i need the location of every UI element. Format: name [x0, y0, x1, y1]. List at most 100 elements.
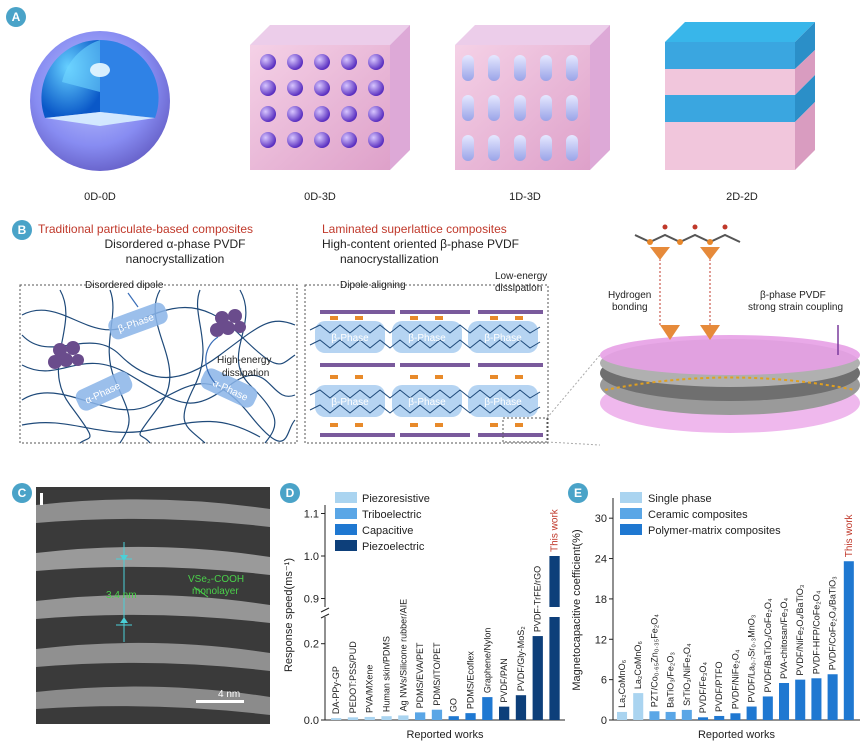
e-ytick-label: 24 — [595, 554, 607, 566]
right-beta-1: β-phase PVDF — [760, 290, 826, 301]
d-bar — [532, 636, 543, 720]
d-category-label: Ag NWs/Silicone rubber/AIE — [398, 599, 408, 712]
d-category-label: GO — [449, 698, 459, 712]
left-energy-2: dissipation — [222, 368, 270, 379]
d-legend-swatch — [335, 524, 357, 535]
e-category-label: This work — [844, 513, 855, 557]
d-legend-label: Piezoelectric — [362, 541, 425, 553]
d-legend-label: Capacitive — [362, 525, 413, 537]
e-bar — [827, 674, 838, 720]
d-category-label: Graphene/Nylon — [482, 628, 492, 694]
d-category-label: PVDF/Gly-MoS₂ — [516, 626, 526, 692]
panel-b-schematic: β-Phase α-Phase α-Phase β-Phase β-Phase … — [19, 224, 860, 446]
panel-c-badge: C — [12, 483, 32, 503]
d-bar — [331, 718, 342, 720]
caption-0d-0d: 0D-0D — [84, 191, 116, 203]
e-ylabel: Magnetocapacitive coefficient(%) — [571, 529, 583, 690]
e-category-label: PVDF/NiFe₂O₄ — [730, 649, 740, 709]
mid-beta-phase-5: β-Phase — [408, 397, 446, 408]
d-bar — [347, 717, 359, 720]
e-bar — [714, 715, 725, 720]
e-bar — [681, 709, 692, 720]
d-category-label: PVDF-TrFE/rGO — [533, 566, 543, 632]
caption-1d-3d: 1D-3D — [509, 191, 541, 203]
d-legend-swatch — [335, 492, 357, 503]
panel-e-badge: E — [568, 483, 588, 503]
d-bar — [515, 695, 527, 720]
e-bar — [795, 679, 806, 720]
d-bar — [499, 706, 510, 720]
d-bar — [482, 697, 493, 720]
right-hbond-2: bonding — [612, 302, 648, 313]
d-bar — [465, 713, 476, 720]
pvdf-chain — [634, 224, 741, 260]
d-legend-label: Piezoresistive — [362, 493, 430, 505]
e-bar — [730, 713, 741, 720]
e-category-label: PZT/Co₀.₆₅Zn₀.₃₅Fe₂O₄ — [649, 614, 659, 708]
panel-a-illustrations — [30, 22, 815, 171]
mid-energy-2: dissipation — [495, 283, 543, 294]
panel-b-badge: B — [12, 220, 32, 240]
e-category-label: PVDF/La₀.₇Sr₀.₃MnO₃ — [747, 614, 757, 702]
right-hbond-1: Hydrogen — [608, 290, 652, 301]
caption-0d-3d: 0D-3D — [304, 191, 336, 203]
d-legend-label: Triboelectric — [362, 509, 422, 521]
mid-title: Laminated superlattice composites — [322, 222, 507, 236]
d-xlabel: Reported works — [406, 729, 484, 741]
d-bar — [448, 716, 459, 720]
left-energy-1: High-energy — [217, 355, 272, 366]
e-ytick-label: 12 — [595, 634, 607, 646]
left-subtitle-1: Disordered α-phase PVDF — [104, 237, 246, 251]
right-beta-2: strong strain coupling — [748, 302, 844, 313]
d-category-label: Human skin/PDMS — [382, 636, 392, 712]
left-subtitle-2: nanocrystallization — [125, 252, 225, 266]
e-bar — [762, 696, 773, 720]
e-bar — [649, 711, 660, 720]
d-category-label: PDMS/Ecoflex — [466, 651, 476, 710]
caption-2d-2d: 2D-2D — [726, 191, 758, 203]
cube-1d-3d — [455, 25, 610, 170]
d-bar — [549, 617, 560, 720]
d-category-label: DA-PPy-GP — [331, 666, 341, 714]
mid-beta-phase-4: β-Phase — [331, 397, 369, 408]
e-category-label: PVDF/CoFe₂O₄/BaTiO₃ — [828, 576, 838, 670]
e-bar — [811, 678, 822, 720]
mid-beta-phase-1: β-Phase — [331, 333, 369, 344]
sphere-0d-0d — [30, 31, 170, 171]
d-category-label: PDMS/ITO/PET — [432, 642, 442, 706]
left-title: Traditional particulate-based composites — [38, 222, 253, 236]
d-axis-break — [320, 607, 330, 613]
e-bar — [617, 711, 628, 720]
mid-subtitle-1: High-content oriented β-phase PVDF — [322, 237, 520, 251]
molecular-layers — [600, 255, 860, 433]
d-legend-swatch — [335, 540, 357, 551]
e-ytick-label: 6 — [601, 675, 607, 687]
d-bar — [364, 716, 375, 720]
tem-spacing: 3.4 nm — [106, 590, 137, 601]
d-ytick-label: 0.2 — [304, 639, 319, 651]
e-category-label: La₂CoMnO₆ — [617, 659, 627, 708]
e-legend-swatch — [620, 492, 642, 503]
e-xlabel: Reported works — [698, 729, 776, 741]
d-category-label: PVDF/PAN — [499, 658, 509, 702]
e-ytick-label: 30 — [595, 513, 607, 525]
e-bar — [843, 561, 854, 720]
e-category-label: SrTiO₃/NiFe₂O₄ — [682, 643, 692, 706]
mid-energy-1: Low-energy — [495, 271, 548, 282]
d-bar — [381, 716, 392, 720]
d-ytick-label: 0.9 — [304, 594, 319, 606]
e-legend-swatch — [620, 508, 642, 519]
mid-beta-phase-2: β-Phase — [408, 333, 446, 344]
d-legend-swatch — [335, 508, 357, 519]
e-bar — [779, 683, 790, 720]
mid-subtitle-2: nanocrystallization — [340, 252, 439, 266]
d-category-label: PEDOT:PSS/PUD — [348, 641, 358, 714]
left-dipole-label: Disordered dipole — [85, 280, 164, 291]
e-category-label: PVDF-HFP/CoFe₂O₄ — [811, 590, 821, 674]
e-category-label: PVA-chitosan/Fe₃O₄ — [779, 597, 789, 679]
panel-a-badge: A — [6, 7, 26, 27]
mid-beta-phase-6: β-Phase — [484, 397, 522, 408]
e-legend-label: Ceramic composites — [648, 509, 748, 521]
